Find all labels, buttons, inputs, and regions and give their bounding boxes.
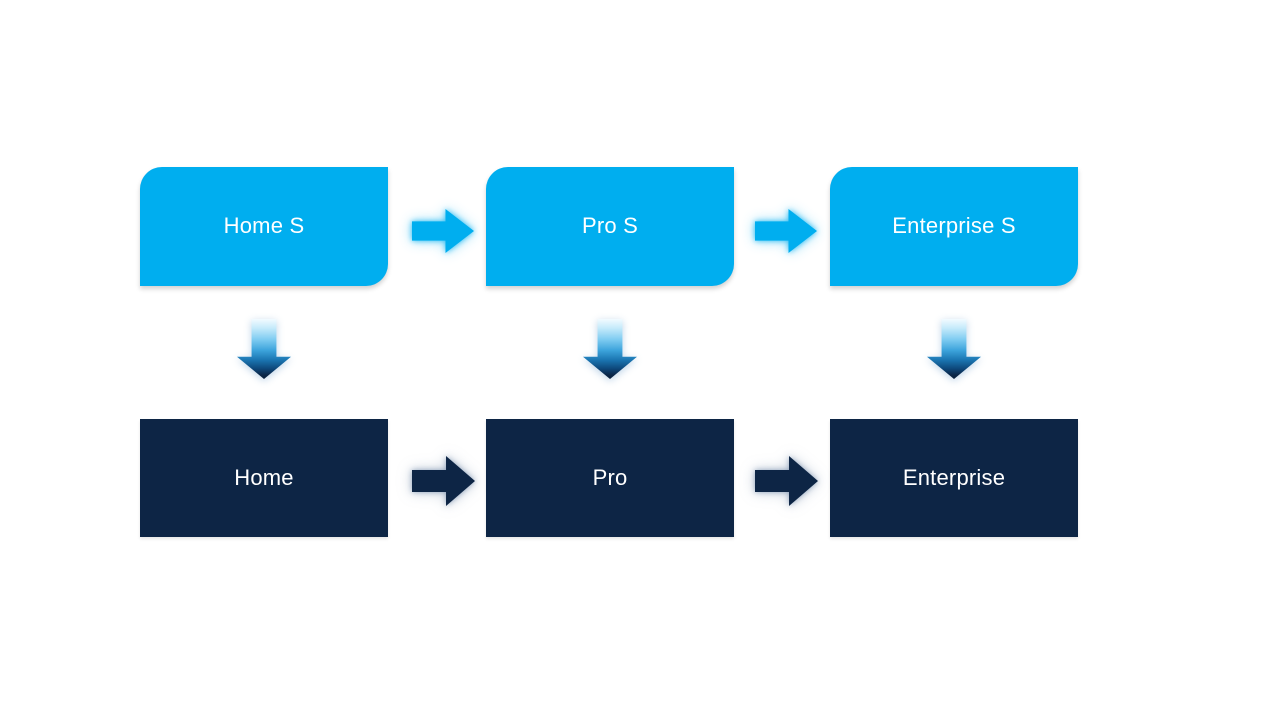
arrow-right-icon-pro-s-to-enterprise-s	[755, 209, 817, 253]
node-label: Home S	[223, 213, 305, 239]
arrow-down-icon-home-s-to-home	[237, 319, 291, 379]
arrow-fill	[755, 456, 818, 506]
node-home-s: Home S	[140, 167, 388, 286]
node-label: Enterprise S	[892, 213, 1016, 239]
node-pro: Pro	[486, 419, 734, 537]
arrow-down-icon-enterprise-s-to-enterprise	[927, 319, 981, 379]
arrow-fill	[412, 209, 474, 253]
arrow-right-icon-home-s-to-pro-s	[412, 209, 474, 253]
arrow-fill	[927, 319, 981, 379]
node-enterprise: Enterprise	[830, 419, 1078, 537]
node-label: Pro	[592, 464, 628, 490]
arrow-fill	[583, 319, 637, 379]
node-label: Enterprise	[902, 464, 1006, 490]
node-label: Home	[234, 464, 294, 490]
node-home: Home	[140, 419, 388, 537]
arrow-right-icon-pro-to-enterprise	[755, 456, 818, 506]
node-enterprise-s: Enterprise S	[830, 167, 1078, 286]
arrow-fill	[237, 319, 291, 379]
arrow-fill	[755, 209, 817, 253]
arrow-fill	[412, 456, 475, 506]
arrow-right-icon-home-to-pro	[412, 456, 475, 506]
node-label: Pro S	[581, 213, 639, 239]
node-pro-s: Pro S	[486, 167, 734, 286]
arrow-down-icon-pro-s-to-pro	[583, 319, 637, 379]
